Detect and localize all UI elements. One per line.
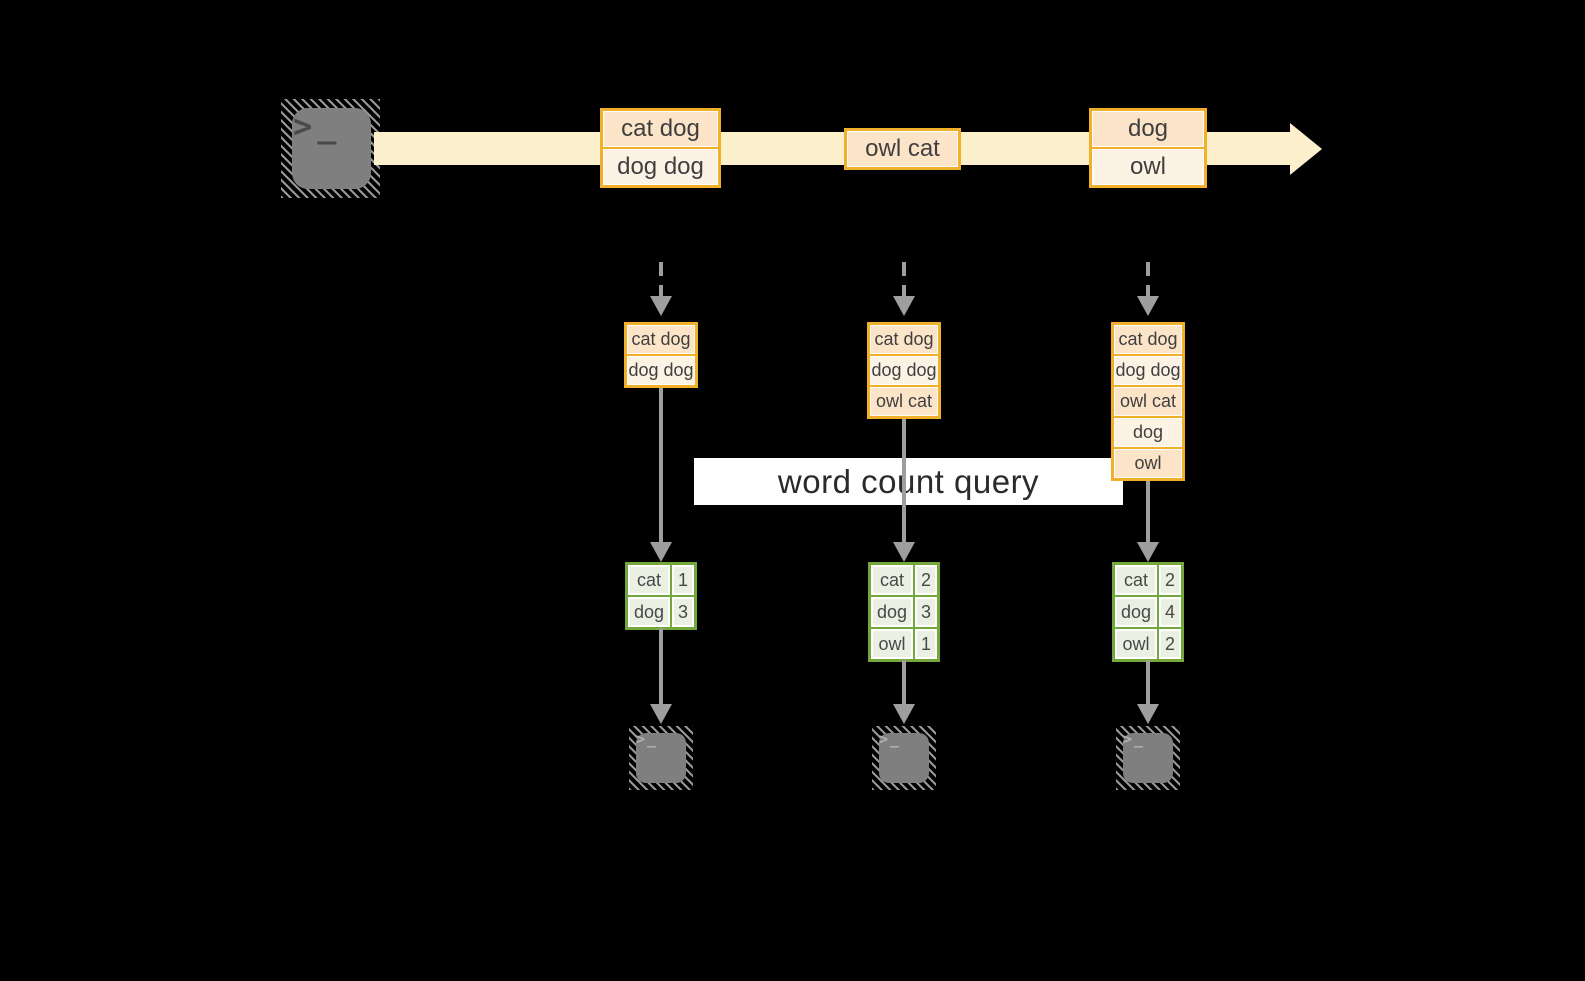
terminal-prompt-icon: >_ <box>293 107 342 145</box>
terminal-prompt-icon: >_ <box>1123 730 1146 748</box>
count-cell: 3 <box>915 597 937 627</box>
stream-message-line: dog <box>1092 111 1204 147</box>
count-row: dog 4 <box>1115 597 1181 627</box>
buffer-item: dog dog <box>627 356 695 385</box>
count-cell: 2 <box>1159 629 1181 659</box>
word-cell: cat <box>628 565 670 595</box>
count-row: cat 2 <box>871 565 937 595</box>
terminal-prompt-icon: >_ <box>879 730 902 748</box>
output-arrow <box>902 660 906 704</box>
output-arrowhead-icon <box>893 704 915 724</box>
output-arrowhead-icon <box>1137 704 1159 724</box>
stream-message-line: owl <box>1092 149 1204 185</box>
count-cell: 1 <box>672 565 694 595</box>
process-arrowhead-icon <box>1137 542 1159 562</box>
terminal-prompt-icon: >_ <box>636 730 659 748</box>
word-cell: dog <box>628 597 670 627</box>
terminal-screen <box>292 108 371 189</box>
output-arrow <box>1146 660 1150 704</box>
ingest-arrowhead-icon <box>893 296 915 316</box>
word-cell: owl <box>871 629 913 659</box>
process-arrowhead-icon <box>893 542 915 562</box>
sink-terminal-icon: >_ <box>629 726 693 790</box>
buffer-item: dog <box>1114 418 1182 447</box>
buffer-item: dog dog <box>1114 356 1182 385</box>
count-cell: 2 <box>915 565 937 595</box>
stream-message-box: owl cat <box>844 128 961 170</box>
count-row: owl 2 <box>1115 629 1181 659</box>
sink-terminal-icon: >_ <box>872 726 936 790</box>
count-table: cat 1 dog 3 <box>625 562 697 630</box>
word-cell: dog <box>871 597 913 627</box>
count-row: owl 1 <box>871 629 937 659</box>
buffer-item: dog dog <box>870 356 938 385</box>
word-cell: cat <box>1115 565 1157 595</box>
buffer-stack: cat dog dog dog <box>624 322 698 388</box>
terminal-screen <box>1123 733 1173 783</box>
count-cell: 1 <box>915 629 937 659</box>
ingest-arrowhead-icon <box>1137 296 1159 316</box>
word-cell: owl <box>1115 629 1157 659</box>
buffer-item: cat dog <box>627 325 695 354</box>
buffer-stack: cat dog dog dog owl cat dog owl <box>1111 322 1185 481</box>
word-cell: cat <box>871 565 913 595</box>
buffer-item: cat dog <box>1114 325 1182 354</box>
buffer-item: owl cat <box>870 387 938 416</box>
buffer-item: cat dog <box>870 325 938 354</box>
stream-message-line: cat dog <box>603 111 718 147</box>
word-cell: dog <box>1115 597 1157 627</box>
query-label: word count query <box>777 462 1040 500</box>
count-table: cat 2 dog 3 owl 1 <box>868 562 940 662</box>
output-arrow <box>659 628 663 704</box>
stream-message-line: owl cat <box>847 131 958 167</box>
buffer-item: owl cat <box>1114 387 1182 416</box>
stream-message-line: dog dog <box>603 149 718 185</box>
count-cell: 3 <box>672 597 694 627</box>
count-row: dog 3 <box>628 597 694 627</box>
source-terminal-icon: >_ <box>281 99 380 198</box>
process-arrowhead-icon <box>650 542 672 562</box>
output-arrowhead-icon <box>650 704 672 724</box>
count-table: cat 2 dog 4 owl 2 <box>1112 562 1184 662</box>
process-arrow <box>659 388 663 542</box>
process-arrow <box>1146 481 1150 542</box>
count-cell: 4 <box>1159 597 1181 627</box>
terminal-screen <box>636 733 686 783</box>
terminal-screen <box>879 733 929 783</box>
stream-message-box: cat dog dog dog <box>600 108 721 188</box>
stream-message-box: dog owl <box>1089 108 1207 188</box>
ingest-arrow-dashed <box>659 262 663 296</box>
process-arrow <box>902 419 906 542</box>
count-cell: 2 <box>1159 565 1181 595</box>
ingest-arrow-dashed <box>1146 262 1150 296</box>
stream-arrowhead-icon <box>1290 123 1322 175</box>
count-row: dog 3 <box>871 597 937 627</box>
ingest-arrow-dashed <box>902 262 906 296</box>
ingest-arrowhead-icon <box>650 296 672 316</box>
buffer-item: owl <box>1114 449 1182 478</box>
query-band: word count query <box>694 458 1123 505</box>
count-row: cat 2 <box>1115 565 1181 595</box>
count-row: cat 1 <box>628 565 694 595</box>
buffer-stack: cat dog dog dog owl cat <box>867 322 941 419</box>
sink-terminal-icon: >_ <box>1116 726 1180 790</box>
